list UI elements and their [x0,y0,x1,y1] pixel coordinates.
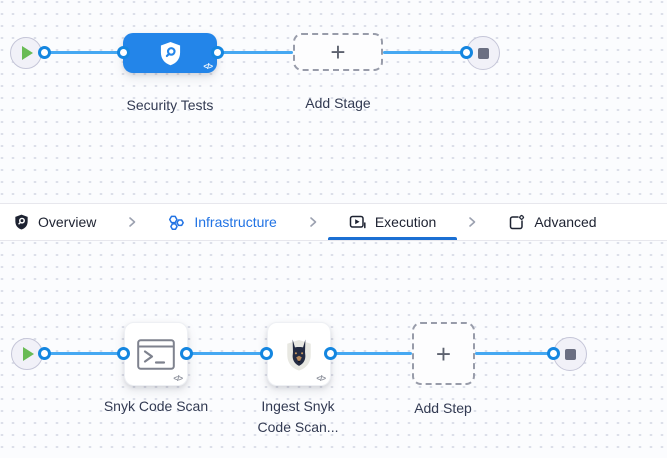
stop-icon [564,348,576,360]
connector-port[interactable] [324,347,337,360]
connector-port[interactable] [460,46,473,59]
pipeline-start-node[interactable] [10,37,42,69]
add-stage-button[interactable]: + [293,33,383,71]
connector-line [217,51,293,54]
stage-label: Security Tests [126,97,214,113]
plus-icon: + [435,338,452,369]
connector-line [187,352,267,355]
tab-execution[interactable]: Execution [327,204,458,240]
connector-line [44,51,123,54]
chevron-right-icon [125,215,139,229]
code-icon: </> [173,374,183,383]
gear-box-icon [508,214,525,231]
code-icon: </> [203,62,213,71]
stop-icon [477,47,489,59]
connector-port[interactable] [547,347,560,360]
tab-overview-label: Overview [38,214,97,230]
stage-node-security-tests[interactable]: </> [123,33,217,73]
play-box-icon [349,214,366,231]
hexagons-icon [168,214,185,231]
connector-port[interactable] [260,347,273,360]
connector-line [475,352,557,355]
tab-advanced-label: Advanced [534,214,597,230]
shield-icon [14,214,29,230]
add-step-button[interactable]: + [412,322,475,385]
connector-line [331,352,412,355]
add-stage-label: Add Stage [305,95,371,111]
tab-advanced[interactable]: Advanced [487,204,617,240]
play-icon [22,46,33,60]
step-graph-canvas[interactable]: </> </> + [0,241,667,458]
connector-port[interactable] [117,347,130,360]
snyk-dog-icon [284,337,314,372]
connector-port[interactable] [180,347,193,360]
connector-port[interactable] [117,46,130,59]
tab-execution-label: Execution [374,214,437,230]
plus-icon: + [330,37,346,67]
connector-port[interactable] [211,46,224,59]
step-label: Ingest Snyk Code Scan... [257,398,339,435]
terminal-icon [137,338,175,370]
step-node-snyk-code-scan[interactable]: </> [124,322,188,386]
tab-overview[interactable]: Overview [0,204,117,240]
play-icon [23,347,34,361]
chevron-right-icon [465,215,479,229]
add-step-label: Add Step [414,400,472,416]
connector-line [44,352,124,355]
step-label: Snyk Code Scan [103,398,209,414]
stage-graph-canvas[interactable]: </> + Security Tests Add Stage [0,0,667,203]
step-node-ingest-snyk[interactable]: </> [267,322,331,386]
security-shield-icon [159,41,182,66]
stage-tab-bar: Overview Infrastructure [0,203,667,241]
connector-port[interactable] [38,46,51,59]
code-icon: </> [316,374,326,383]
chevron-right-icon [306,215,320,229]
connector-line [383,51,466,54]
tab-infrastructure[interactable]: Infrastructure [147,204,297,240]
connector-port[interactable] [38,347,51,360]
tab-infrastructure-label: Infrastructure [194,214,277,230]
